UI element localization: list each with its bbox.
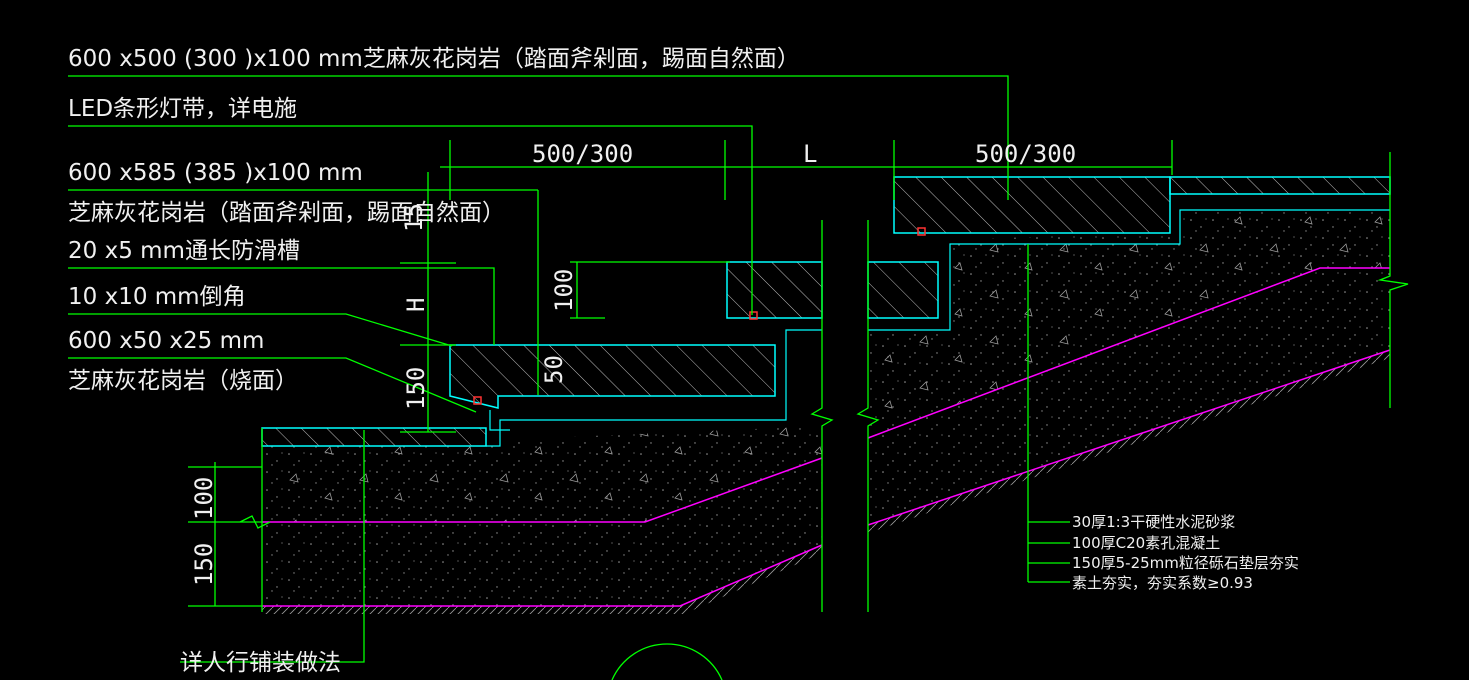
leader-granite-tread — [68, 75, 1009, 200]
dimension-lines — [68, 75, 1409, 680]
label-riser-desc: 芝麻灰花岗岩（踏面斧剁面，踢面自然面） — [68, 200, 505, 226]
dim-base-50: 50 — [540, 355, 568, 384]
dim-layer-150: 150 — [190, 543, 218, 586]
mortar-line-lower — [486, 329, 822, 447]
lower-step-stone — [449, 344, 776, 409]
leader-chamfer — [68, 313, 453, 347]
concrete-triangles-right — [868, 210, 1390, 438]
dim-gap: L — [803, 140, 817, 168]
label-anti-slip: 20 x5 mm通长防滑槽 — [68, 238, 300, 264]
middle-step-stone-right — [867, 261, 939, 319]
label-led-strip: LED条形灯带，详电施 — [68, 96, 297, 122]
label-pavement-ref: 详人行铺装做法 — [180, 650, 341, 676]
middle-step-stone-left — [726, 261, 823, 319]
magenta-line-right-top — [867, 267, 1390, 439]
mortar-line-upper — [868, 209, 1390, 331]
dimension-labels: 500/300 L 500/300 15 H 150 100 50 100 15… — [190, 140, 1076, 586]
gravel-layer-left — [262, 458, 822, 606]
dim-layer-100: 100 — [190, 477, 218, 520]
ground-layers — [262, 210, 1391, 614]
top-paving-stone — [1169, 176, 1391, 195]
annotation-labels: 600 x500 (300 )x100 mm芝麻灰花岗岩（踏面斧剁面，踢面自然面… — [68, 46, 800, 676]
layer-label-4: 素土夯实，夯实系数≥0.93 — [1072, 574, 1253, 592]
label-riser-size: 600 x585 (385 )x100 mm — [68, 160, 363, 186]
label-base-desc: 芝麻灰花岗岩（烧面） — [68, 368, 298, 394]
dim-rise-h: H — [402, 298, 430, 312]
magenta-line-right-bottom — [867, 349, 1391, 526]
label-chamfer: 10 x10 mm倒角 — [68, 284, 246, 310]
dim-rise-top: 15 — [400, 203, 428, 232]
section-circle — [611, 643, 723, 680]
label-base-size: 600 x50 x25 mm — [68, 328, 264, 354]
dim-stone-height: 100 — [550, 269, 578, 312]
leader-groove — [68, 267, 495, 345]
layer-break — [239, 515, 271, 529]
magenta-line-left-top — [262, 457, 823, 523]
dim-rise-bottom: 150 — [402, 367, 430, 410]
gravel-layer-right — [868, 268, 1390, 525]
led-marker-lower — [473, 396, 482, 405]
magenta-line-left-bottom — [262, 544, 823, 607]
led-marker-upper — [917, 227, 926, 236]
dim-tread-left: 500/300 — [532, 140, 633, 168]
label-granite-tread: 600 x500 (300 )x100 mm芝麻灰花岗岩（踏面斧剁面，踢面自然面… — [68, 46, 800, 72]
top-step-stone — [893, 176, 1171, 234]
leader-led — [68, 125, 753, 315]
layer-label-2: 100厚C20素孔混凝土 — [1072, 534, 1220, 552]
earth-hatch-right — [868, 350, 1390, 533]
dim-tread-right: 500/300 — [975, 140, 1076, 168]
layer-labels: 30厚1:3干硬性水泥砂浆 100厚C20素孔混凝土 150厚5-25mm粒径砾… — [1072, 513, 1299, 592]
break-line-right — [856, 220, 880, 612]
leader-pavement — [180, 430, 365, 663]
layer-label-1: 30厚1:3干硬性水泥砂浆 — [1072, 513, 1235, 531]
led-marker-middle — [749, 311, 758, 320]
earth-hatch-left — [262, 545, 822, 614]
break-line-left — [810, 220, 834, 612]
layer-label-3: 150厚5-25mm粒径砾石垫层夯实 — [1072, 554, 1299, 572]
concrete-triangles-left — [262, 426, 822, 522]
base-paving-stone — [261, 427, 487, 447]
leader-base — [68, 357, 477, 413]
groove-outline — [489, 410, 510, 431]
stones — [261, 176, 1391, 447]
right-end-break — [1377, 152, 1409, 408]
